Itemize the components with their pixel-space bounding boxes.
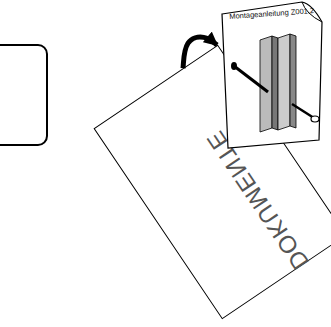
- rounded-frame: [0, 45, 47, 145]
- booklet-art: [220, 0, 326, 150]
- profile-illustration: [231, 34, 319, 132]
- document-watermark: DOKUMENTE: [202, 126, 313, 274]
- curved-arrow: [183, 37, 217, 68]
- booklet-page: [222, 2, 322, 148]
- manual-booklet: Montageanleitung Z001.2: [220, 0, 326, 150]
